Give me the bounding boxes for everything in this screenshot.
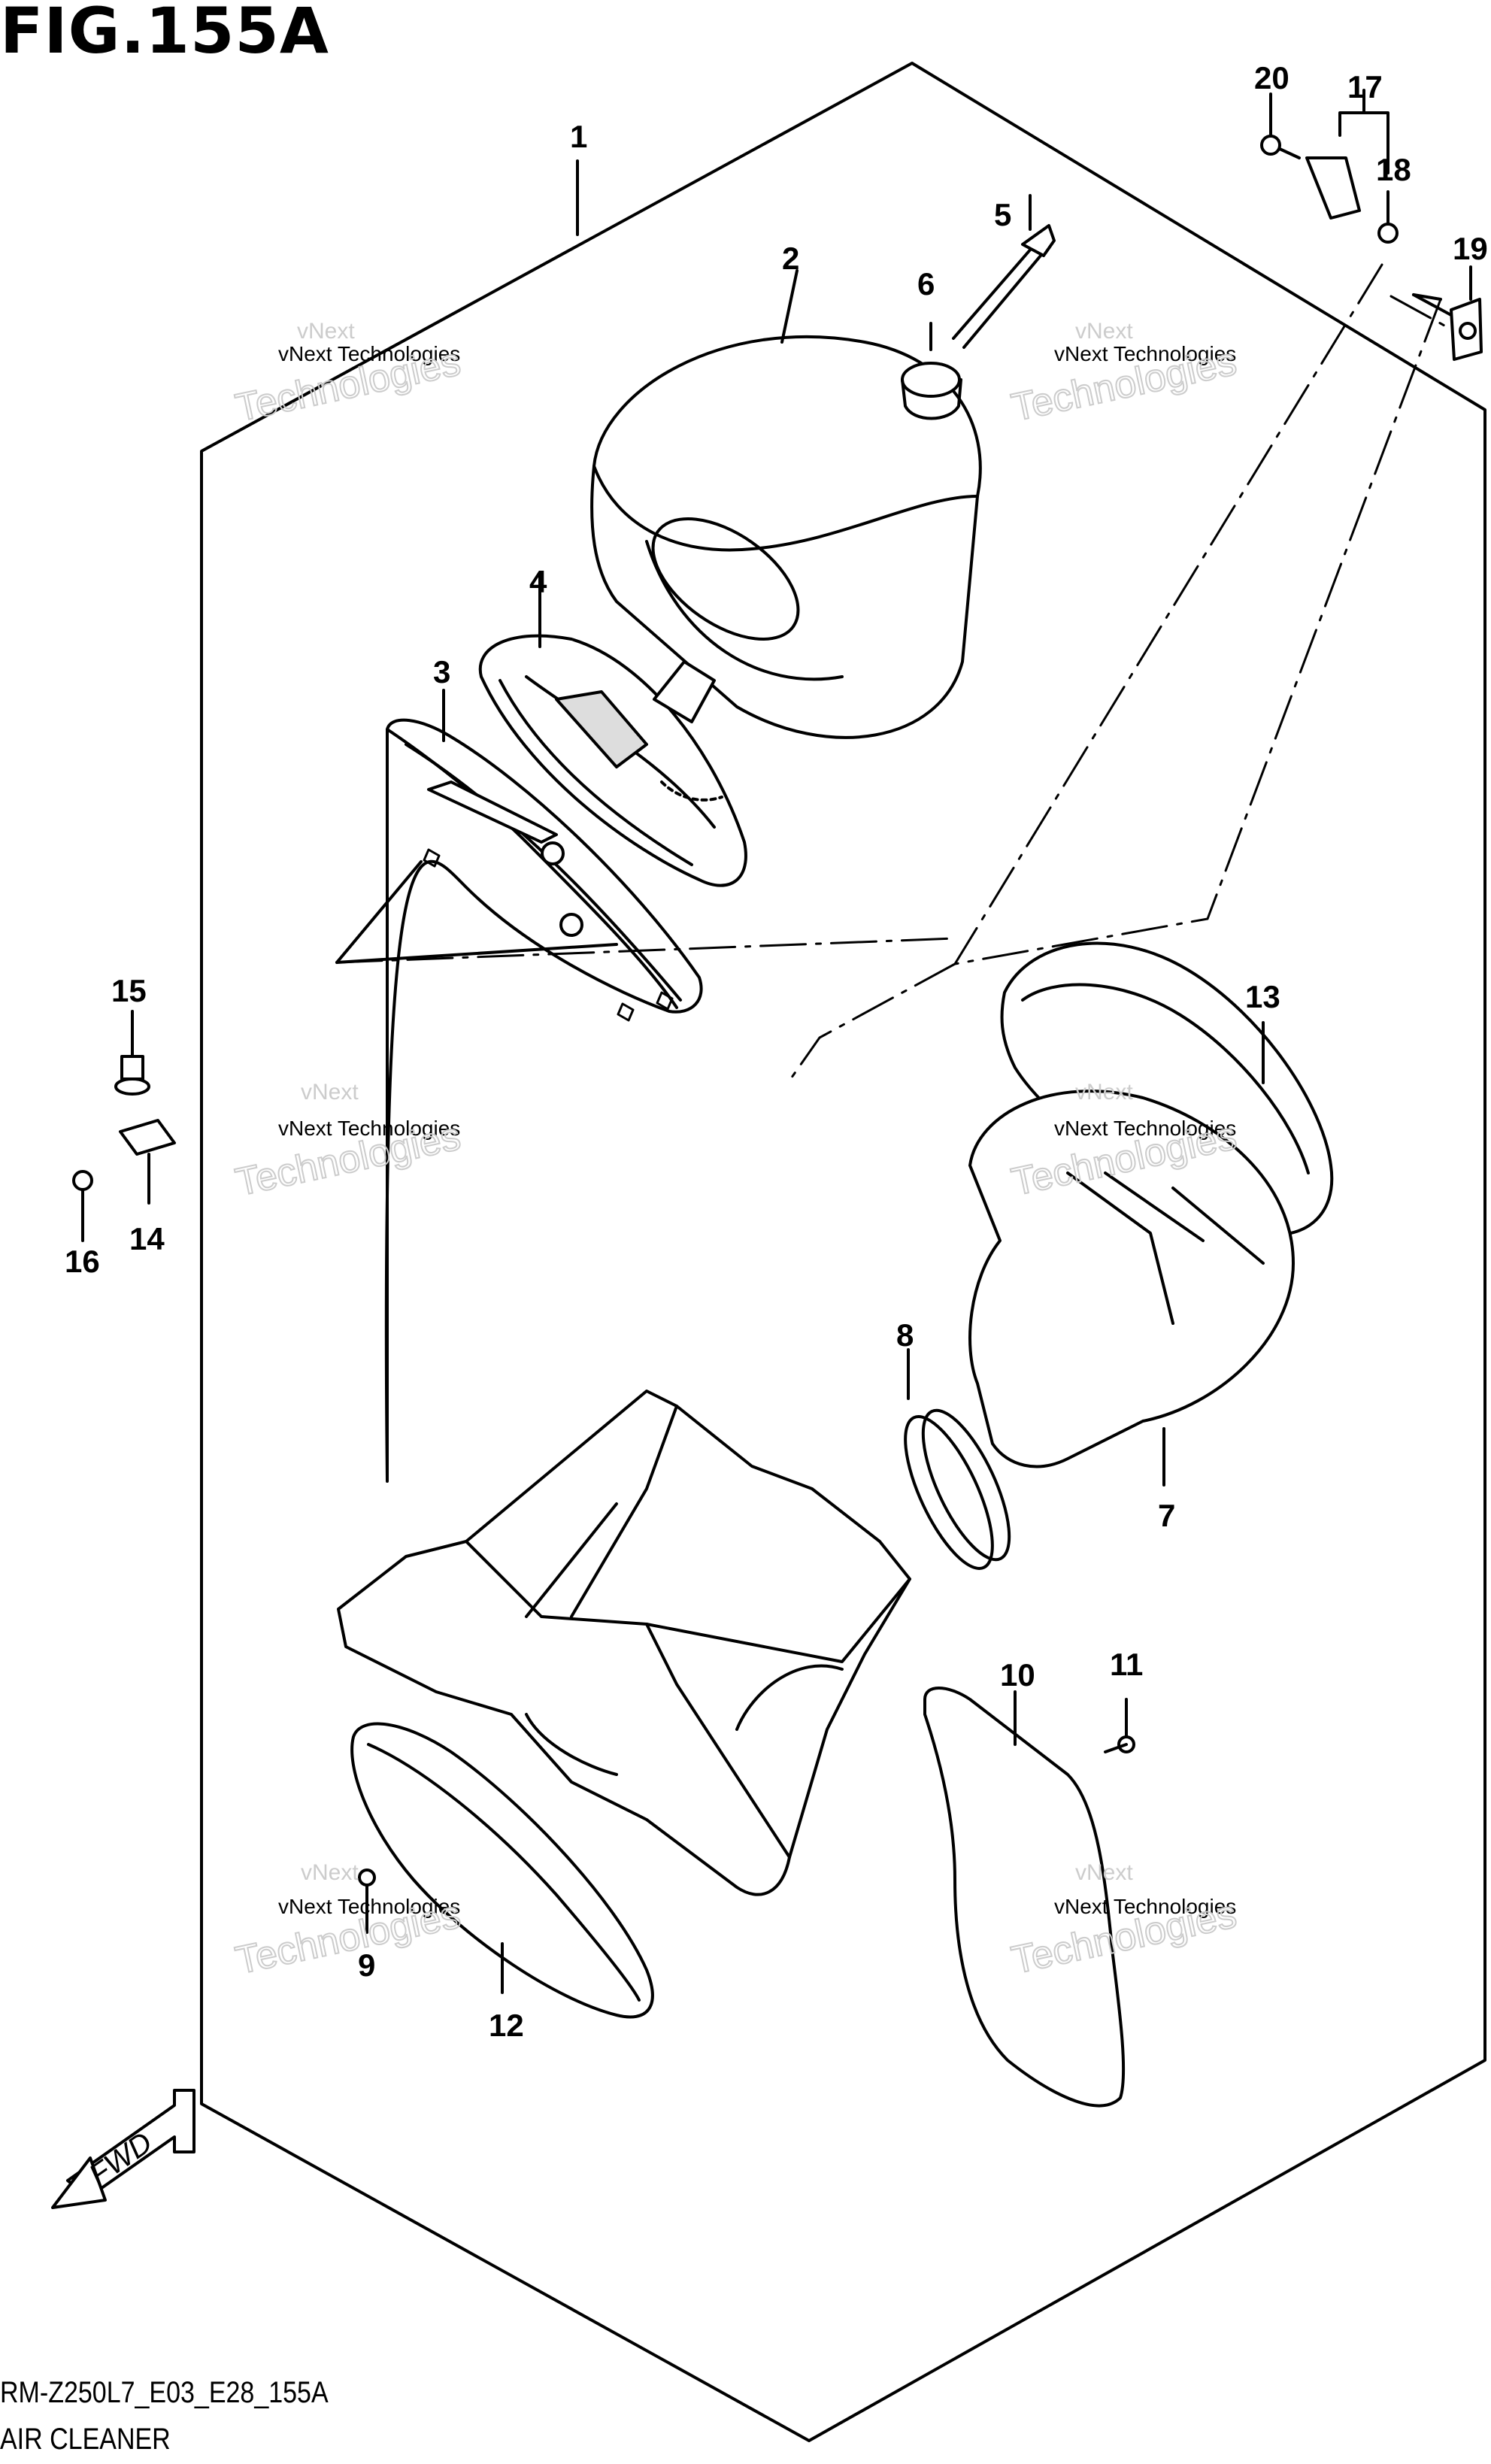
callout-18: 18 bbox=[1376, 152, 1411, 187]
clamp-drawing bbox=[904, 1348, 1011, 1570]
collar-drawing bbox=[901, 322, 962, 420]
callout-10: 10 bbox=[1000, 1657, 1035, 1693]
svg-text:vNext: vNext bbox=[1075, 1080, 1133, 1105]
element-cage-drawing bbox=[478, 571, 747, 887]
callout-16: 16 bbox=[65, 1244, 100, 1279]
watermark-5: vNext vNext Technologies Technologies bbox=[231, 1860, 465, 1984]
figure-title: FIG.155A bbox=[0, 0, 329, 68]
svg-text:vNext: vNext bbox=[1075, 319, 1133, 344]
callout-9: 9 bbox=[358, 1947, 375, 1983]
callout-3: 3 bbox=[433, 654, 450, 689]
callout-11: 11 bbox=[1110, 1647, 1143, 1682]
callout-6: 6 bbox=[917, 266, 935, 302]
filter-element-drawing bbox=[590, 269, 982, 739]
watermark-3: vNext vNext Technologies Technologies bbox=[231, 1080, 465, 1205]
callout-15: 15 bbox=[111, 973, 147, 1008]
callout-8: 8 bbox=[896, 1317, 914, 1353]
callout-17: 17 bbox=[1347, 69, 1383, 105]
case-body-drawing bbox=[337, 1390, 911, 1896]
callout-13: 13 bbox=[1245, 979, 1280, 1014]
svg-text:vNext: vNext bbox=[1075, 1860, 1133, 1885]
outlet-tube-drawing bbox=[968, 1090, 1295, 1487]
callout-12: 12 bbox=[489, 2008, 524, 2043]
svg-text:vNext Technologies: vNext Technologies bbox=[278, 342, 460, 365]
callout-4: 4 bbox=[529, 564, 547, 599]
bolt-15-drawing bbox=[114, 1010, 150, 1096]
part-code: RM-Z250L7_E03_E28_155A bbox=[0, 2376, 329, 2409]
svg-text:vNext Technologies: vNext Technologies bbox=[278, 1895, 460, 1918]
svg-text:vNext Technologies: vNext Technologies bbox=[1054, 1895, 1236, 1918]
screw-11-drawing bbox=[1104, 1698, 1135, 1753]
assembly-boundary bbox=[200, 62, 1486, 2442]
washer-16-drawing bbox=[72, 1170, 93, 1242]
svg-text:vNext Technologies: vNext Technologies bbox=[278, 1117, 460, 1140]
svg-text:vNext Technologies: vNext Technologies bbox=[1054, 1117, 1236, 1140]
svg-text:vNext: vNext bbox=[301, 1080, 359, 1105]
callout-19: 19 bbox=[1453, 231, 1488, 266]
callout-5: 5 bbox=[994, 197, 1011, 232]
svg-text:vNext: vNext bbox=[297, 319, 355, 344]
callout-2: 2 bbox=[782, 241, 799, 276]
svg-text:vNext Technologies: vNext Technologies bbox=[1054, 342, 1236, 365]
seal-drawing bbox=[350, 1722, 654, 2019]
svg-text:vNext: vNext bbox=[301, 1860, 359, 1885]
o-ring-18-drawing bbox=[1377, 190, 1399, 244]
callout-1: 1 bbox=[570, 119, 587, 154]
assembly-name: AIR CLEANER bbox=[0, 2423, 171, 2456]
plate-19-drawing bbox=[1450, 265, 1483, 361]
fwd-arrow bbox=[51, 2089, 195, 2209]
nut-14-drawing bbox=[119, 1119, 176, 1205]
wing-bolt-drawing bbox=[952, 194, 1056, 349]
callout-7: 7 bbox=[1158, 1498, 1175, 1533]
mud-guard-drawing bbox=[923, 1687, 1126, 2108]
callout-14: 14 bbox=[129, 1221, 165, 1256]
watermark-2: vNext vNext Technologies Technologies bbox=[1007, 319, 1241, 431]
element-holder-drawing bbox=[384, 689, 703, 1483]
screw-20-drawing bbox=[1260, 92, 1301, 159]
watermark-1: vNext vNext Technologies Technologies bbox=[231, 319, 465, 431]
callout-20: 20 bbox=[1254, 60, 1289, 95]
bracket-17-drawing bbox=[1305, 89, 1389, 220]
